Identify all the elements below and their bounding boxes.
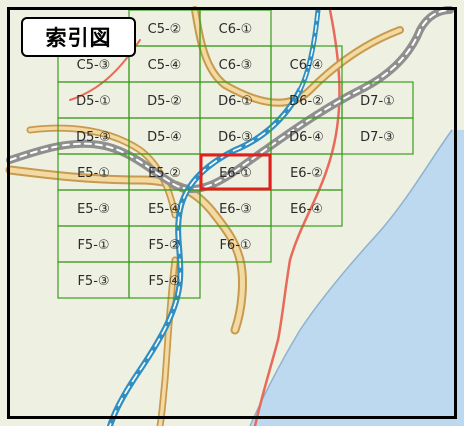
tile-label: E6-③ <box>219 202 252 217</box>
tile-label: D6-④ <box>289 130 324 145</box>
tile-label: F5-② <box>148 238 180 253</box>
selected-tile-highlight <box>199 153 272 191</box>
index-tile[interactable]: F5-④ <box>128 261 201 299</box>
tile-border <box>199 225 272 263</box>
tile-label: C5-④ <box>148 58 182 73</box>
north-road <box>193 8 402 105</box>
tile-label: E5-② <box>148 166 181 181</box>
tile-label: F5-① <box>77 238 109 253</box>
tile-label: C6-④ <box>290 58 324 73</box>
tile-label: D5-③ <box>76 130 111 145</box>
tile-label: C6-① <box>219 22 253 37</box>
tile-label: D6-③ <box>218 130 253 145</box>
title-box-frame <box>21 17 136 57</box>
railway-branch-center <box>299 9 319 91</box>
tile-label: E5-④ <box>148 202 181 217</box>
red-route-north <box>276 8 341 342</box>
tile-label: D5-② <box>147 94 182 109</box>
tile-label: F6-① <box>219 238 251 253</box>
index-tile[interactable]: D7-③ <box>341 117 414 155</box>
map-title: 索引図 <box>46 26 112 50</box>
tile-label: D7-③ <box>360 130 395 145</box>
tile-label: D5-④ <box>147 130 182 145</box>
tile-border <box>128 261 201 299</box>
sea-area <box>250 130 464 426</box>
tile-label: C6-③ <box>219 58 253 73</box>
tile-label: D7-① <box>360 94 395 109</box>
index-tile[interactable]: E6-④ <box>270 189 343 227</box>
tile-label: E5-③ <box>77 202 110 217</box>
main-road <box>7 167 245 333</box>
highway-center <box>9 9 451 191</box>
tile-label: E6-① <box>219 166 252 181</box>
title-box: 索引図 <box>21 17 136 57</box>
railway-center <box>109 89 301 426</box>
tile-border <box>341 117 414 155</box>
tile-label: E6-② <box>290 166 323 181</box>
tile-label: D6-② <box>289 94 324 109</box>
tile-label: D5-① <box>76 94 111 109</box>
tile-label: E5-① <box>77 166 110 181</box>
roads-layer <box>5 6 454 426</box>
tile-label: F5-④ <box>148 274 180 289</box>
south-road <box>158 258 177 426</box>
tile-border <box>270 189 343 227</box>
tile-label: C5-③ <box>77 58 111 73</box>
index-grid: C5-② C6-① C5-③ C5-④ C6-③ C6-④ D5-① D5-② D6-① D6-②… <box>57 9 414 299</box>
selected-tile-layer <box>199 153 272 191</box>
tile-label: F5-③ <box>77 274 109 289</box>
map-frame <box>7 7 457 419</box>
coastline <box>249 129 453 426</box>
tile-label: C5-② <box>148 22 182 37</box>
tile-label: E6-④ <box>290 202 323 217</box>
index-tile[interactable]: F6-① <box>199 225 272 263</box>
tile-label: D6-① <box>218 94 253 109</box>
